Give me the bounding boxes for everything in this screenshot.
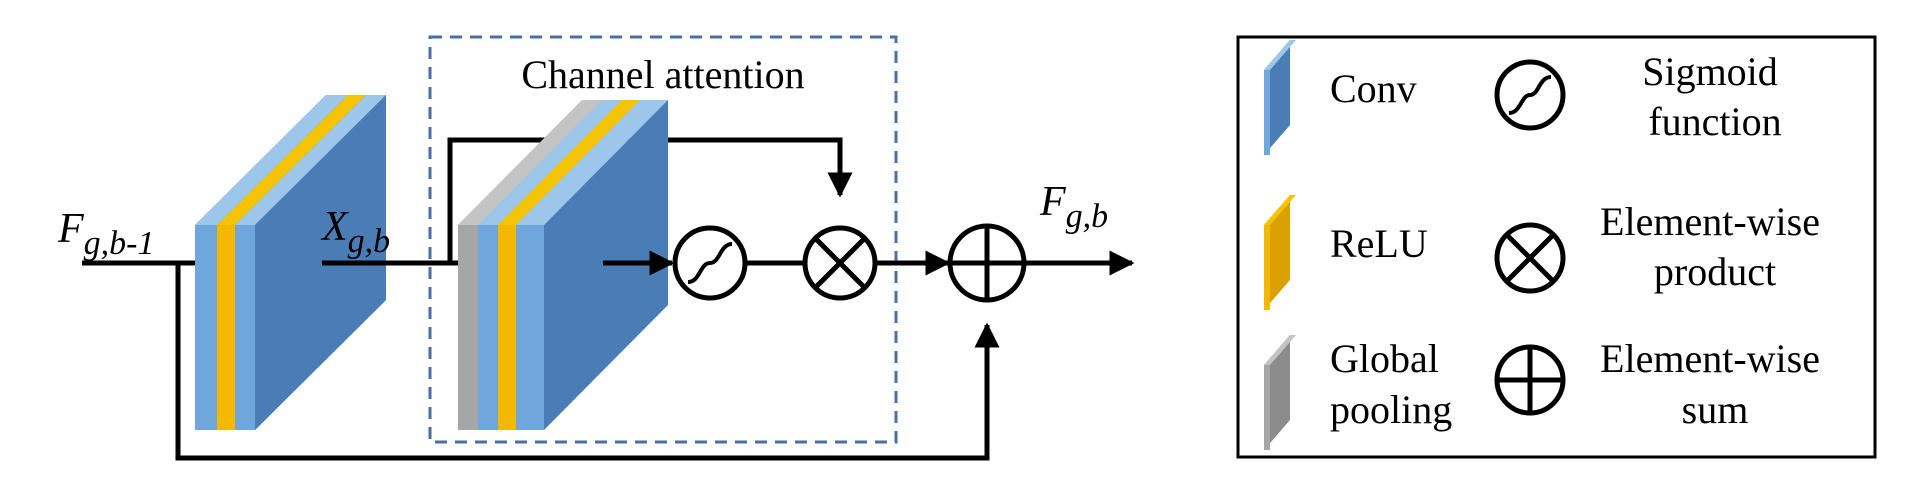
element-wise-sum-node — [947, 223, 1027, 303]
skip-connection — [82, 260, 1000, 461]
element-wise-product-node — [802, 225, 878, 301]
element-wise-product-icon — [1494, 222, 1566, 294]
sigmoid-icon — [1494, 59, 1566, 131]
residual-block-diagram: Channel attention Fg,b-1 Xg,b Fg,b — [57, 35, 1135, 461]
legend-conv-label: Conv — [1330, 66, 1417, 111]
input-label: Fg,b-1 — [57, 206, 154, 262]
element-wise-sum-icon — [1494, 344, 1566, 416]
intermediate-label: Xg,b — [320, 204, 390, 260]
output-label: Fg,b — [1039, 179, 1108, 235]
pooling-conv-block-2 — [458, 100, 668, 430]
relu-layer-icon — [1264, 195, 1296, 310]
global-pooling-layer-icon — [1264, 335, 1296, 450]
sigmoid-node — [672, 225, 748, 301]
legend-sigmoid-label: Sigmoid function — [1642, 49, 1788, 144]
legend-global-pooling-label: Global pooling — [1330, 336, 1452, 432]
legend-product-label: Element-wise product — [1600, 199, 1830, 294]
channel-attention-title: Channel attention — [521, 52, 804, 97]
legend-sum-label: Element-wise sum — [1600, 336, 1830, 432]
conv-relu-block-1 — [195, 95, 386, 430]
channel-attention-box — [428, 35, 898, 444]
conv-layer-icon — [1264, 40, 1296, 155]
legend: Conv ReLU Global pooling Sigmoid functio… — [1236, 35, 1877, 459]
legend-relu-label: ReLU — [1330, 221, 1428, 266]
